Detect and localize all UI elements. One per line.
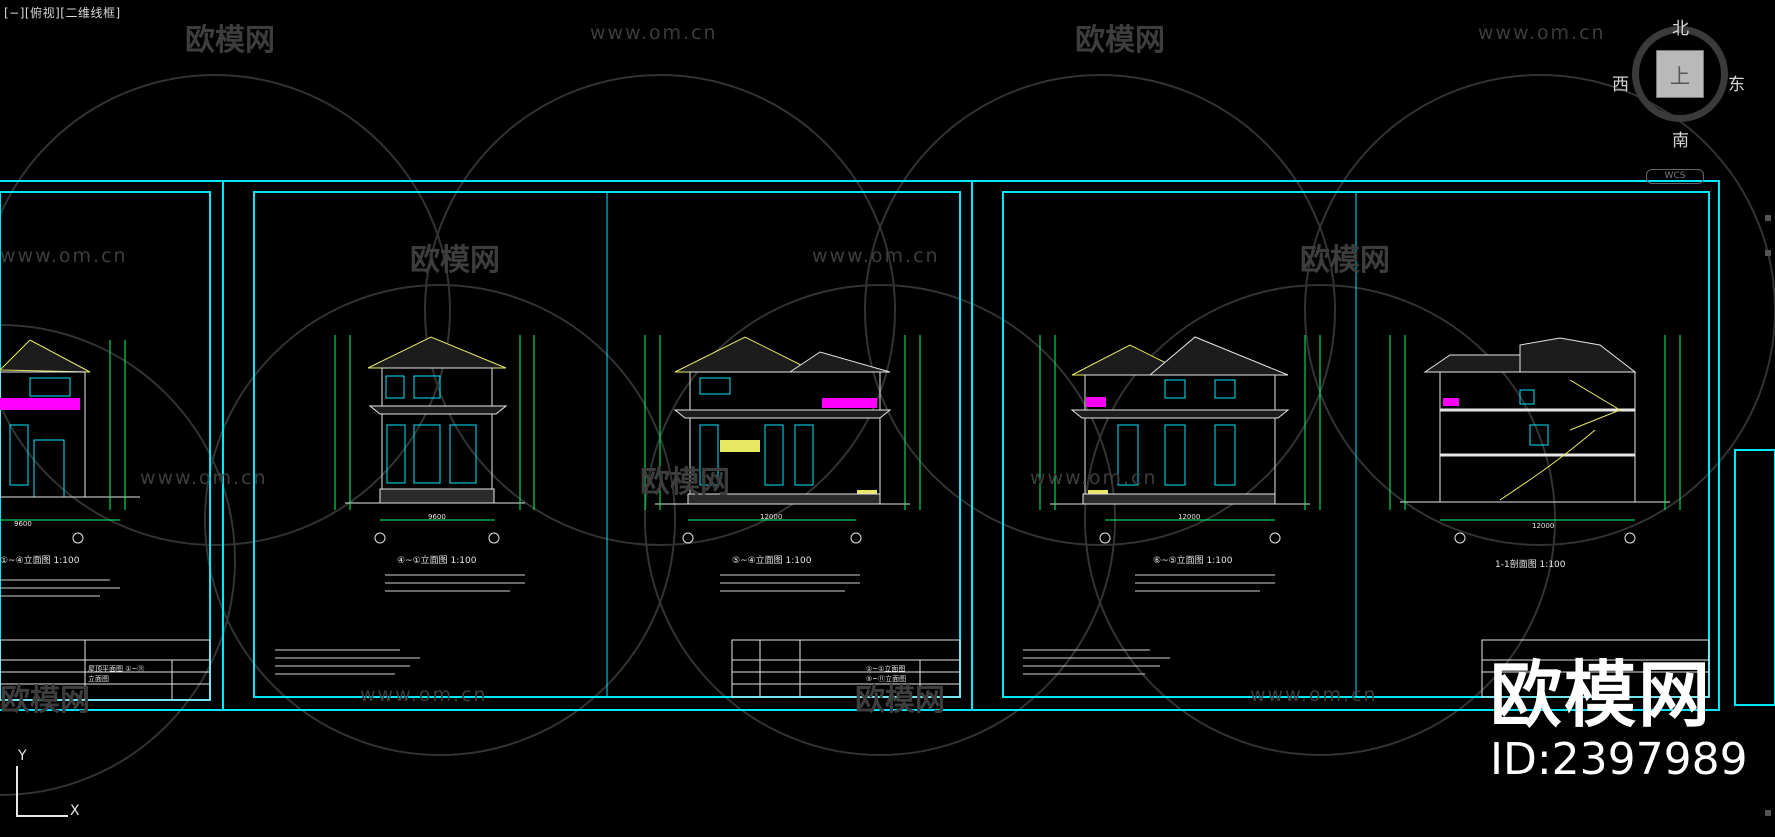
watermark-brand: 欧模网 bbox=[1075, 23, 1165, 58]
watermark-brand: 欧模网 bbox=[640, 465, 730, 500]
watermark-url: www.om.cn bbox=[0, 245, 128, 267]
title-block-sheet1: 屋顶平面图 ①~⑪立面图 bbox=[88, 665, 145, 683]
compass-ring[interactable] bbox=[1632, 26, 1728, 122]
dim-sheet2b: 12000 bbox=[760, 513, 783, 521]
ucs-y-axis bbox=[16, 766, 18, 816]
elevation-sheet2b bbox=[644, 335, 921, 544]
watermark-url: www.om.cn bbox=[140, 467, 268, 489]
watermark-brand: 欧模网 bbox=[410, 243, 500, 278]
watermark-url: www.om.cn bbox=[360, 684, 488, 706]
view-title-sheet2a: ④~①立面图 1:100 bbox=[397, 556, 477, 566]
viewport-controls-label[interactable]: [−][俯视][二维线框] bbox=[4, 6, 121, 20]
dim-sheet1: 9600 bbox=[14, 520, 32, 528]
elevation-sheet2a bbox=[334, 335, 535, 544]
ucs-icon: Y X bbox=[8, 748, 88, 823]
brand-overlay: 欧模网 ID:2397989 bbox=[1490, 655, 1748, 785]
watermark-brand: 欧模网 bbox=[855, 683, 945, 718]
watermark-brand: 欧模网 bbox=[185, 23, 275, 58]
view-title-sheet3b: 1-1剖面图 1:100 bbox=[1495, 560, 1566, 570]
notes-lines bbox=[0, 574, 1275, 675]
section-sheet3b bbox=[1389, 335, 1681, 544]
elevation-sheet1 bbox=[0, 339, 140, 544]
compass-east[interactable]: 东 bbox=[1728, 75, 1745, 95]
title-blocks bbox=[0, 639, 1710, 701]
elevation-sheet3a bbox=[1039, 335, 1321, 544]
compass-west[interactable]: 西 bbox=[1612, 75, 1629, 95]
title-block-sheet2: ①~①立面图 ⑤~⑪立面图 bbox=[866, 665, 907, 683]
watermark-brand: 欧模网 bbox=[0, 683, 90, 718]
brand-id: ID:2397989 bbox=[1490, 734, 1748, 785]
brand-name: 欧模网 bbox=[1490, 653, 1713, 737]
watermark-circles bbox=[0, 74, 1775, 796]
watermark-url: www.om.cn bbox=[1250, 684, 1378, 706]
watermark-url: www.om.cn bbox=[1478, 22, 1606, 44]
watermark-brand: 欧模网 bbox=[1300, 243, 1390, 278]
viewcube-top-face[interactable]: 上 bbox=[1656, 50, 1704, 98]
ucs-x-label: X bbox=[70, 803, 80, 819]
ucs-y-label: Y bbox=[18, 748, 27, 764]
compass-north[interactable]: 北 bbox=[1672, 19, 1689, 39]
view-title-sheet3a: ⑥~⑤立面图 1:100 bbox=[1153, 556, 1233, 566]
dim-sheet3b: 12000 bbox=[1532, 522, 1555, 530]
view-title-sheet2b: ⑤~④立面图 1:100 bbox=[732, 556, 812, 566]
wcs-menu-button[interactable]: WCS bbox=[1646, 169, 1704, 184]
watermark-url: www.om.cn bbox=[590, 22, 718, 44]
dim-sheet3a: 12000 bbox=[1178, 513, 1201, 521]
compass-south[interactable]: 南 bbox=[1672, 131, 1689, 151]
vertical-scrollbar[interactable] bbox=[1763, 0, 1773, 837]
dim-sheet2a: 9600 bbox=[428, 513, 446, 521]
watermark-url: www.om.cn bbox=[1030, 467, 1158, 489]
ucs-x-axis bbox=[16, 815, 68, 817]
viewcube[interactable]: 上 北 南 西 东 bbox=[1612, 14, 1745, 151]
view-title-sheet1: ①~④立面图 1:100 bbox=[0, 556, 80, 566]
watermark-url: www.om.cn bbox=[812, 245, 940, 267]
